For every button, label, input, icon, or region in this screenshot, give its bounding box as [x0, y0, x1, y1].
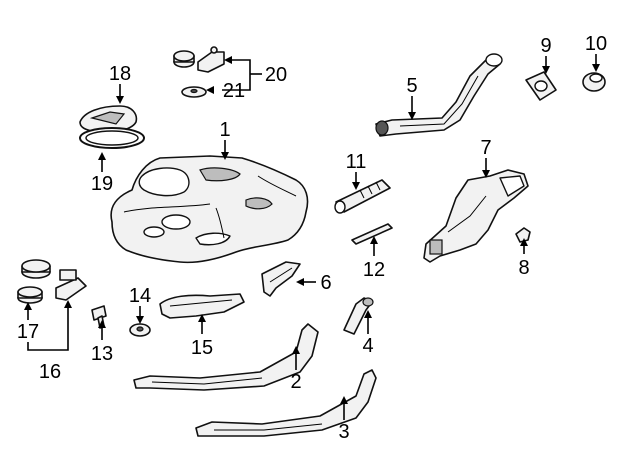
mount-assembly	[17, 259, 87, 304]
grommet-14	[129, 323, 151, 337]
callout-6: 6	[320, 272, 331, 294]
callout-18: 18	[109, 63, 131, 85]
callout-2: 2	[290, 371, 301, 393]
gasket-9	[525, 71, 557, 101]
tank-strap-rear	[195, 369, 377, 437]
vent-tube	[343, 297, 374, 335]
hose-11	[334, 179, 391, 214]
fuel-tank	[110, 155, 309, 264]
pump-cover-18	[79, 105, 138, 134]
callout-1: 1	[219, 119, 230, 141]
callout-labels: 1 2 3 4 5 6 7 8 9 10 11 12 13 14 15 16 1…	[17, 33, 607, 443]
callout-4: 4	[362, 335, 373, 357]
filler-neck-housing	[423, 169, 529, 263]
callout-3: 3	[338, 421, 349, 443]
filler-pipe	[375, 53, 503, 137]
washer-21	[181, 86, 207, 98]
callout-21: 21	[223, 80, 245, 102]
callout-11: 11	[346, 151, 367, 173]
callout-7: 7	[480, 137, 491, 159]
bracket-6	[261, 261, 301, 297]
callout-16: 16	[39, 361, 61, 383]
callout-13: 13	[91, 343, 113, 365]
mount-20	[173, 46, 225, 73]
callout-15: 15	[191, 337, 213, 359]
callout-9: 9	[540, 35, 551, 57]
heat-shield-15	[159, 293, 245, 319]
callout-5: 5	[406, 75, 417, 97]
pad-12	[351, 223, 393, 245]
callout-8: 8	[518, 257, 529, 279]
leader-lines	[24, 54, 600, 420]
seal-ring-19	[79, 127, 145, 149]
callout-20: 20	[265, 64, 287, 86]
callout-17: 17	[17, 321, 39, 343]
cap-10	[582, 72, 606, 92]
callout-19: 19	[91, 173, 113, 195]
tank-strap-front	[133, 323, 319, 391]
callout-12: 12	[363, 259, 385, 281]
clip-8	[515, 227, 531, 243]
callout-14: 14	[129, 285, 151, 307]
callout-10: 10	[585, 33, 607, 55]
